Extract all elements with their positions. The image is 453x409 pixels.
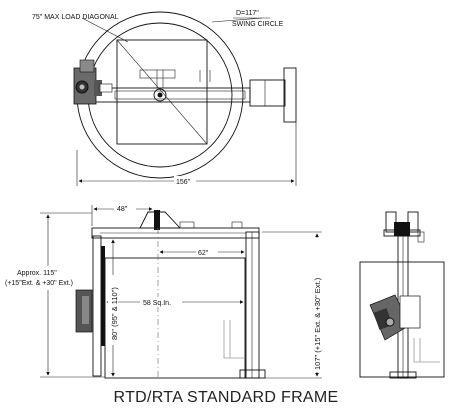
swing-leader <box>211 17 263 23</box>
load-diagonal-leader <box>81 17 129 43</box>
end-gripper <box>369 294 421 341</box>
reach-dim-label: 62" <box>198 250 209 257</box>
width-dim-label: 156" <box>176 179 191 186</box>
height-note-2: (+15"Ext. & +30" Ext.) <box>5 280 73 287</box>
load-diagonal-label: 75" MAX LOAD DIAGONAL <box>32 14 119 21</box>
side-table <box>104 257 246 379</box>
top-view: 75" MAX LOAD DIAGONAL D=117" SWING CIRCL… <box>32 10 297 186</box>
end-table <box>359 261 445 378</box>
column-height-label: 107" (+15" Ext. & +30" Ext.) <box>313 277 322 370</box>
swing-diameter-label: D=117" <box>236 10 259 17</box>
height-note-1: Approx. 115" <box>17 270 57 277</box>
pivot-hub <box>153 88 167 102</box>
top-arm <box>94 87 251 103</box>
table-height-label: 80" (95" & 110") <box>110 287 119 340</box>
load-square <box>116 39 208 145</box>
top-wall-plate <box>283 67 297 123</box>
caption: RTD/RTA STANDARD FRAME <box>114 389 339 406</box>
top-gripper-head <box>73 59 113 105</box>
arm-dim-label: 48" <box>117 206 128 213</box>
side-column <box>245 231 260 379</box>
end-view <box>359 211 445 379</box>
table-size-label: 58 Sq.In. <box>143 300 171 307</box>
side-view: 48" 62" Approx. 115" (+15"Ext. & +30" Ex… <box>5 204 322 379</box>
swing-circle-label: SWING CIRCLE <box>232 21 284 28</box>
side-gripper-head <box>75 235 105 377</box>
top-arm-bracket <box>249 79 286 107</box>
top-arm-inner <box>114 90 246 100</box>
load-diagonal-line <box>116 39 208 145</box>
